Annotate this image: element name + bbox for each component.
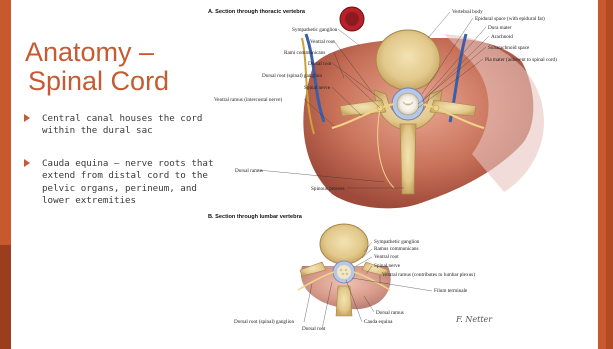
label-sympathetic-ganglion-b: Sympathetic ganglion	[374, 239, 420, 245]
label-dorsal-root-ganglion-a: Dorsal root (spinal) ganglion	[262, 72, 322, 79]
label-ventral-ramus-b: Ventral ramus (contributes to lumbar ple…	[382, 271, 475, 278]
cauda-root	[346, 273, 348, 275]
label-arachnoid-a: Arachnoid	[491, 34, 513, 40]
anatomy-svg: A. Section through thoracic vertebra	[204, 4, 608, 344]
lumbar-spinous-process	[336, 286, 352, 316]
label-dorsal-ramus-b: Dorsal ramus	[376, 310, 404, 316]
slide-title-line-1: Anatomy –	[25, 38, 195, 67]
bullet-item: Cauda equina – nerve roots that extend f…	[24, 158, 214, 208]
bullet-text: Central canal houses the cord within the…	[42, 113, 202, 136]
bullet-text: Cauda equina – nerve roots that extend f…	[42, 158, 213, 206]
label-epidural-space-a: Epidural space (with epidural fat)	[475, 15, 545, 22]
artist-signature: F. Netter	[455, 315, 493, 324]
spinous-process	[400, 124, 416, 194]
label-spinal-nerve-a: Spinal nerve	[304, 85, 331, 91]
dorsal-root-ganglion-right	[433, 105, 439, 111]
label-pia-mater-a: Pia mater (adherent to spinal cord)	[485, 56, 557, 63]
label-vertebral-body-a: Vertebral body	[452, 9, 483, 15]
label-dorsal-ramus-a: Dorsal ramus	[235, 168, 263, 174]
section-b-heading: B. Section through lumbar vertebra	[208, 214, 303, 220]
label-filum-terminale-b: Filum terminale	[434, 288, 468, 294]
slide-title-line-2: Spinal Cord	[25, 67, 195, 96]
cauda-root	[340, 269, 342, 271]
cauda-root	[342, 273, 344, 275]
label-ramus-communicans-b: Ramus communicans	[374, 246, 419, 252]
label-ventral-root-b: Ventral root	[374, 254, 399, 260]
left-accent-bar	[0, 0, 11, 349]
bullet-arrow-icon	[24, 114, 30, 122]
label-spinous-process-a: Spinous process	[311, 186, 345, 192]
bullet-list: Central canal houses the cord within the…	[24, 113, 214, 223]
vertebral-body	[376, 30, 440, 90]
lumbar-vertebral-body	[320, 224, 368, 264]
slide-title: Anatomy – Spinal Cord	[25, 38, 195, 96]
bullet-arrow-icon	[24, 159, 30, 167]
label-ventral-root-a: Ventral root	[310, 39, 335, 45]
label-dorsal-root-ganglion-b: Dorsal root (spinal) ganglion	[234, 318, 294, 325]
label-ventral-ramus-a: Ventral ramus (intercostal nerve)	[214, 96, 282, 103]
label-rami-communicans-a: Rami communicans	[284, 50, 325, 56]
cauda-root	[345, 269, 347, 271]
label-sympathetic-ganglion-a: Sympathetic ganglion	[292, 27, 338, 33]
label-dorsal-root-a: Dorsal root	[308, 61, 332, 67]
left-accent-shade	[0, 245, 11, 349]
bullet-item: Central canal houses the cord within the…	[24, 113, 214, 138]
cauda-equina-bundle	[337, 265, 351, 279]
section-a-heading: A. Section through thoracic vertebra	[208, 9, 306, 15]
label-dura-mater-a: Dura mater	[488, 25, 512, 31]
label-cauda-equina-b: Cauda equina	[364, 319, 393, 325]
anatomy-illustration: A. Section through thoracic vertebra	[204, 4, 608, 344]
label-spinal-nerve-b: Spinal nerve	[374, 263, 401, 269]
label-subarachnoid-space-a: Subarachnoid space	[488, 45, 530, 51]
aorta-lumen	[345, 12, 359, 26]
